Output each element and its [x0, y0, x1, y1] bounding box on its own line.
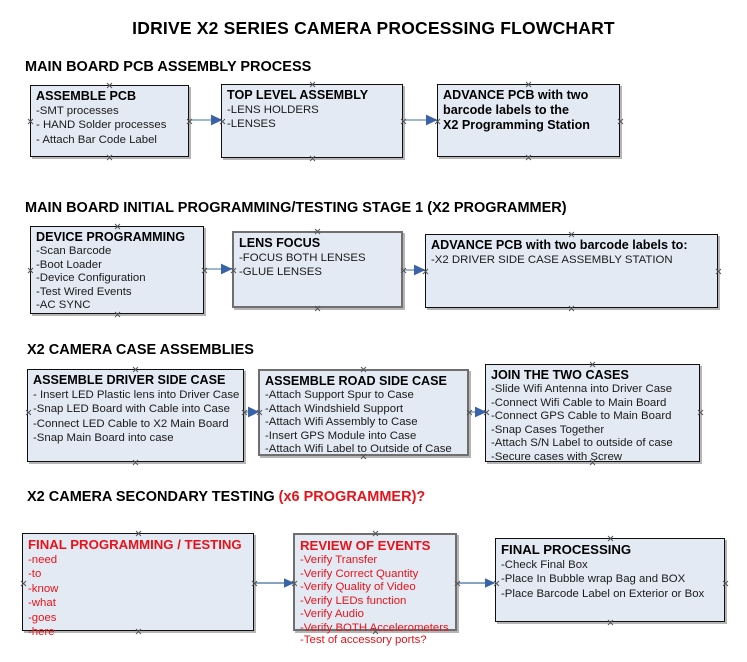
box-line: -Scan Barcode — [36, 245, 112, 257]
box-line: -Connect GPS Cable to Main Board — [491, 410, 672, 423]
box-line: -AC SYNC — [36, 299, 91, 312]
box-assemble-driver-side-case[interactable]: ASSEMBLE DRIVER SIDE CASE - Insert LED P… — [27, 369, 244, 462]
box-lens-focus[interactable]: LENS FOCUS -FOCUS BOTH LENSES -GLUE LENS… — [232, 231, 403, 308]
section-header-x2-camera-case-assemblies: X2 CAMERA CASE ASSEMBLIES — [27, 342, 254, 358]
box-final-processing[interactable]: FINAL PROCESSING -Check Final Box -Place… — [495, 538, 725, 622]
section-header-main-board-initial-programming: MAIN BOARD INITIAL PROGRAMMING/TESTING S… — [25, 200, 567, 216]
box-line: -Snap LED Board with Cable into Case — [33, 403, 230, 416]
box-title: LENS FOCUS — [239, 236, 321, 250]
box-device-programming[interactable]: DEVICE PROGRAMMING -Scan Barcode -Boot L… — [30, 226, 204, 314]
box-line: -X2 DRIVER SIDE CASE ASSEMBLY STATION — [431, 254, 673, 266]
section-header-main-board-pcb-assembly: MAIN BOARD PCB ASSEMBLY PROCESS — [25, 59, 311, 75]
box-line: -know — [28, 582, 59, 595]
box-join-the-two-cases[interactable]: JOIN THE TWO CASES -Slide Wifi Antenna i… — [485, 364, 700, 463]
box-review-of-events[interactable]: REVIEW OF EVENTS -Verify Transfer -Verif… — [293, 533, 457, 646]
box-line: -Verify LEDs function — [300, 594, 407, 607]
box-line: - Attach Bar Code Label — [36, 133, 157, 146]
box-line: -FOCUS BOTH LENSES — [239, 252, 366, 264]
box-title: REVIEW OF EVENTS — [300, 538, 431, 553]
page-title: IDRIVE X2 SERIES CAMERA PROCESSING FLOWC… — [132, 18, 615, 38]
box-line: -Test Wired Events — [36, 285, 132, 298]
section-header-text: X2 CAMERA SECONDARY TESTING — [27, 489, 279, 505]
box-line: -Slide Wifi Antenna into Driver Case — [491, 383, 673, 395]
box-line: -Verify BOTH Accelerometers — [300, 621, 449, 634]
box-line: - Insert LED Plastic lens into Driver Ca… — [33, 389, 240, 401]
box-line: -goes — [28, 611, 57, 624]
box-line: -Connect Wifi Cable to Main Board — [491, 396, 667, 409]
box-line: -Attach Wifi Label to Outside of Case — [265, 443, 452, 456]
box-line: -Attach Support Spur to Case — [265, 389, 414, 401]
section-header-text: MAIN BOARD PCB ASSEMBLY PROCESS — [25, 59, 312, 75]
box-assemble-pcb[interactable]: ASSEMBLE PCB -SMT processes - HAND Solde… — [30, 85, 189, 157]
box-assemble-road-side-case[interactable]: ASSEMBLE ROAD SIDE CASE -Attach Support … — [258, 369, 469, 456]
box-line: -Snap Main Board into case — [33, 432, 174, 445]
box-title: ASSEMBLE ROAD SIDE CASE — [265, 374, 447, 388]
box-title: DEVICE PROGRAMMING — [36, 230, 186, 244]
box-line: -LENSES — [227, 118, 276, 131]
box-line: -Attach Windshield Support — [265, 402, 404, 415]
box-line: -to — [28, 568, 42, 581]
section-header-text: X2 CAMERA CASE ASSEMBLIES — [27, 342, 254, 358]
box-line: -Insert GPS Module into Case — [265, 429, 417, 442]
box-line: - HAND Solder processes — [36, 119, 167, 132]
box-line: -Verify Quality of Video — [300, 581, 416, 594]
box-line: -Check Final Box — [501, 559, 588, 571]
box-line: -Verify Transfer — [300, 554, 378, 566]
box-overflow-line: -Test of accessory ports? — [300, 634, 427, 646]
box-line: -Boot Loader — [36, 258, 102, 271]
box-line: -Snap Cases Together — [491, 423, 605, 436]
section-header-accent-text: (x6 PROGRAMMER)? — [278, 489, 426, 505]
box-title: ADVANCE PCB with two — [443, 88, 589, 102]
box-title: ASSEMBLE PCB — [36, 89, 137, 103]
box-final-programming-testing[interactable]: FINAL PROGRAMMING / TESTING -need -to -k… — [22, 533, 254, 638]
box-title: JOIN THE TWO CASES — [491, 368, 629, 382]
section-header-text: MAIN BOARD INITIAL PROGRAMMING/TESTING S… — [25, 200, 567, 216]
box-title: FINAL PROCESSING — [501, 542, 632, 557]
box-line: -Verify Audio — [300, 608, 364, 621]
box-advance-pcb-programming-station[interactable]: ADVANCE PCB with two barcode labels to t… — [437, 84, 620, 157]
box-line: -need — [28, 554, 58, 566]
box-line: -Verify Correct Quantity — [300, 567, 419, 580]
box-advance-pcb-driver-side-station[interactable]: ADVANCE PCB with two barcode labels to: … — [425, 234, 718, 308]
box-line: -Attach Wifi Assembly to Case — [265, 416, 418, 429]
box-line: -what — [28, 597, 56, 610]
box-line: -Secure cases with Screw — [491, 450, 623, 463]
box-line: -Attach S/N Label to outside of case — [491, 437, 673, 450]
box-title: ASSEMBLE DRIVER SIDE CASE — [33, 373, 226, 387]
box-line: -Connect LED Cable to X2 Main Board — [33, 417, 229, 430]
box-title-line2: barcode labels to the — [443, 103, 569, 117]
box-line: -SMT processes — [36, 105, 119, 117]
box-line: -GLUE LENSES — [239, 266, 322, 279]
section-header-x2-camera-secondary-testing: X2 CAMERA SECONDARY TESTING (x6 PROGRAMM… — [27, 489, 425, 505]
box-line: -Place In Bubble wrap Bag and BOX — [501, 573, 686, 586]
box-line: -Place Barcode Label on Exterior or Box — [501, 587, 705, 600]
box-title: TOP LEVEL ASSEMBLY — [227, 88, 369, 102]
box-title-line3: X2 Programming Station — [443, 118, 590, 132]
box-line: -Device Configuration — [36, 272, 146, 285]
box-title: FINAL PROGRAMMING / TESTING — [28, 537, 242, 552]
box-line: -LENS HOLDERS — [227, 104, 319, 116]
box-title: ADVANCE PCB with two barcode labels to: — [431, 238, 688, 252]
box-top-level-assembly[interactable]: TOP LEVEL ASSEMBLY -LENS HOLDERS -LENSES — [221, 84, 403, 158]
box-line: -here — [28, 626, 55, 639]
